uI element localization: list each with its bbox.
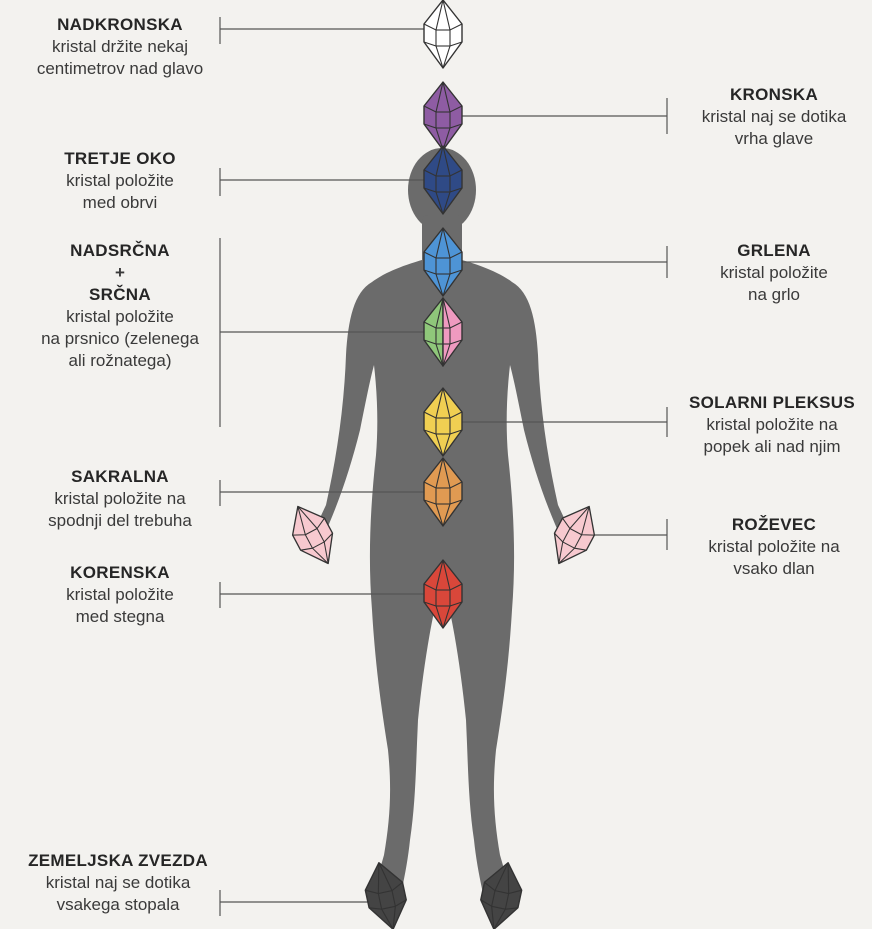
chakra-title: TRETJE OKO bbox=[20, 148, 220, 170]
chakra-desc: med stegna bbox=[20, 606, 220, 628]
chakra-title-top: NADSRČNA bbox=[0, 240, 240, 262]
white-crystal-icon bbox=[424, 0, 462, 68]
chakra-desc: med obrvi bbox=[20, 192, 220, 214]
chakra-title: ZEMELJSKA ZVEZDA bbox=[0, 850, 236, 872]
chakra-desc: vsakega stopala bbox=[0, 894, 236, 916]
purple-crystal-icon bbox=[424, 82, 462, 150]
label-srcna: NADSRČNA + SRČNA kristal položite na prs… bbox=[0, 240, 240, 372]
label-korenska: KORENSKA kristal položite med stegna bbox=[20, 562, 220, 628]
chakra-desc: kristal položite na bbox=[0, 488, 240, 510]
chakra-title: ROŽEVEC bbox=[676, 514, 872, 536]
label-solarni-pleksus: SOLARNI PLEKSUS kristal položite na pope… bbox=[672, 392, 872, 458]
chakra-desc: kristal položite na bbox=[676, 536, 872, 558]
chakra-desc: centimetrov nad glavo bbox=[0, 58, 240, 80]
chakra-desc: kristal položite bbox=[676, 262, 872, 284]
crystal-body bbox=[424, 82, 462, 150]
chakra-title: GRLENA bbox=[676, 240, 872, 262]
chakra-title: KRONSKA bbox=[676, 84, 872, 106]
plus-sign: + bbox=[0, 262, 240, 284]
chakra-desc: vrha glave bbox=[676, 128, 872, 150]
chakra-desc: na grlo bbox=[676, 284, 872, 306]
label-zemeljska-zvezda: ZEMELJSKA ZVEZDA kristal naj se dotika v… bbox=[0, 850, 236, 916]
chakra-desc: kristal položite bbox=[0, 306, 240, 328]
chakra-title: NADKRONSKA bbox=[0, 14, 240, 36]
chakra-desc: na prsnico (zelenega bbox=[0, 328, 240, 350]
chakra-desc: kristal naj se dotika bbox=[0, 872, 236, 894]
label-nadkronska: NADKRONSKA kristal držite nekaj centimet… bbox=[0, 14, 240, 80]
crystal-body bbox=[424, 0, 462, 68]
crystals bbox=[282, 0, 605, 929]
chakra-desc: kristal položite na bbox=[672, 414, 872, 436]
label-kronska: KRONSKA kristal naj se dotika vrha glave bbox=[676, 84, 872, 150]
chakra-desc: kristal držite nekaj bbox=[0, 36, 240, 58]
chakra-title: SOLARNI PLEKSUS bbox=[672, 392, 872, 414]
chakra-desc: kristal naj se dotika bbox=[676, 106, 872, 128]
chakra-title: SRČNA bbox=[0, 284, 240, 306]
label-tretje-oko: TRETJE OKO kristal položite med obrvi bbox=[20, 148, 220, 214]
chakra-desc: kristal položite bbox=[20, 584, 220, 606]
chakra-desc: spodnji del trebuha bbox=[0, 510, 240, 532]
chakra-desc: kristal položite bbox=[20, 170, 220, 192]
chakra-desc: popek ali nad njim bbox=[672, 436, 872, 458]
label-rozevec: ROŽEVEC kristal položite na vsako dlan bbox=[676, 514, 872, 580]
label-grlena: GRLENA kristal položite na grlo bbox=[676, 240, 872, 306]
chakra-desc: ali rožnatega) bbox=[0, 350, 240, 372]
chakra-title: SAKRALNA bbox=[0, 466, 240, 488]
label-sakralna: SAKRALNA kristal položite na spodnji del… bbox=[0, 466, 240, 532]
chakra-desc: vsako dlan bbox=[676, 558, 872, 580]
chakra-title: KORENSKA bbox=[20, 562, 220, 584]
